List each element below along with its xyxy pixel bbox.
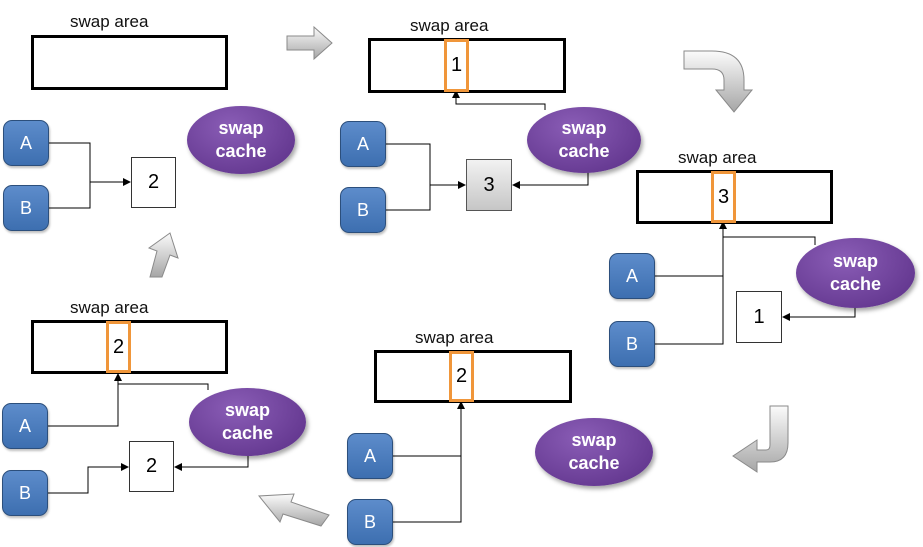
swap-area-label: swap area: [415, 328, 494, 347]
swap-cache-line1: swap: [224, 400, 271, 420]
swap-area: [31, 35, 228, 90]
process-a: A: [340, 121, 386, 167]
swap-cache-line1: swap: [832, 251, 879, 271]
swap-cache: swap cache: [796, 238, 915, 308]
swap-cache-line2: cache: [558, 141, 610, 161]
swap-cache-line2: cache: [829, 274, 882, 294]
swap-cache-line1: swap: [218, 118, 264, 138]
wire-b-to-slot: [655, 276, 724, 345]
flow-arrow-curve-left: [732, 405, 789, 473]
swap-slot: 3: [711, 171, 736, 223]
swap-cache-line2: cache: [221, 423, 274, 443]
swap-cache-line1: swap: [561, 118, 607, 138]
wire-b-to-page: [48, 466, 125, 494]
memory-page-new: 3: [466, 159, 512, 211]
swap-slot: 1: [444, 39, 469, 92]
swap-cache-line2: cache: [215, 141, 267, 161]
process-a: A: [347, 433, 393, 479]
process-a: A: [609, 253, 655, 299]
flow-arrow-right: [286, 25, 333, 61]
arrowhead: [458, 181, 466, 189]
wire-b-to-page: [386, 185, 431, 211]
process-b: B: [3, 185, 49, 231]
wire-a-to-slot: [48, 377, 119, 427]
wire-cache-to-slot: [455, 94, 546, 110]
swap-area-label: swap area: [410, 16, 489, 35]
swap-cache-line1: swap: [571, 430, 617, 450]
swap-cache: swap cache: [187, 106, 295, 174]
wire-b-to-slot: [393, 456, 462, 523]
wire-cache-to-slot: [723, 236, 816, 245]
arrowhead: [174, 463, 182, 471]
process-b: B: [2, 470, 48, 516]
swap-cache: swap cache: [535, 418, 653, 486]
flow-arrow-curve-down: [683, 50, 754, 113]
arrowhead: [512, 181, 520, 189]
process-a: A: [3, 120, 49, 166]
wire-a-to-page: [37, 142, 127, 183]
swap-area-label: swap area: [678, 148, 757, 167]
arrowhead: [782, 313, 790, 321]
arrowhead: [121, 463, 129, 471]
memory-page: 2: [129, 441, 174, 492]
swap-slot: 2: [106, 321, 131, 373]
wire-a-to-slot: [655, 225, 724, 277]
flow-arrow-up: [147, 232, 179, 278]
memory-page: 2: [131, 157, 176, 208]
swap-cache: swap cache: [189, 388, 306, 456]
swap-area-label: swap area: [70, 298, 149, 317]
swap-cache: swap cache: [527, 107, 641, 173]
flow-arrow-up-left: [257, 493, 330, 527]
process-b: B: [340, 187, 386, 233]
swap-slot: 2: [449, 351, 474, 402]
arrowhead: [123, 178, 131, 186]
wire-a-to-slot: [393, 405, 462, 457]
process-b: B: [609, 321, 655, 367]
process-a: A: [2, 403, 48, 449]
wire-a-to-page: [386, 143, 462, 186]
swap-cache-line2: cache: [568, 453, 620, 473]
process-b: B: [347, 499, 393, 545]
swap-area-label: swap area: [70, 12, 149, 31]
memory-page: 1: [736, 291, 782, 343]
wire-cache-to-slot: [118, 383, 209, 390]
arrowhead: [114, 373, 122, 381]
